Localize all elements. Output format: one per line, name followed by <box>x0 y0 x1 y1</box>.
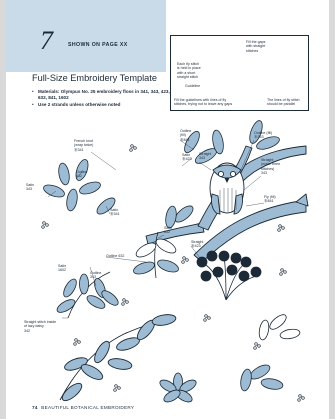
template-title: Full-Size Embroidery Template <box>32 73 157 83</box>
label-outline-fill: Outline (fill) Ⓑ841 <box>180 129 191 142</box>
leaf-sprig-middle <box>132 232 180 278</box>
label-outline-632-lower: Outline 632 <box>106 254 124 258</box>
strands-item: Use 2 strands unless otherwise noted <box>32 102 172 108</box>
pattern-number: 7 <box>40 28 53 54</box>
inset-label-fly-stitch: Each fly stitch is held in place with a … <box>177 62 201 80</box>
book-title: BEAUTIFUL BOTANICAL EMBROIDERY <box>41 405 134 410</box>
label-straight-423: Straight Ⓑ423 <box>191 240 203 249</box>
label-outline-343: Outline 343 <box>90 271 101 280</box>
inset-label-guideline: Guideline <box>185 84 200 88</box>
materials-list: Materials: Olympus No. 25 embroidery flo… <box>32 89 172 110</box>
label-satin-343-left: Satin 343 <box>26 183 34 192</box>
plants-lower-right <box>239 312 300 392</box>
label-straight-stitch-inside: Straight stitch inside of lazy daisy 342 <box>24 320 56 333</box>
page: 7 SHOWN ON PAGE XX Full-Size Embroidery … <box>6 0 329 419</box>
label-outline-632: Outline 632 <box>76 170 87 179</box>
inset-label-fill-guidelines: Fill the guidelines with lines of fly st… <box>174 98 232 107</box>
label-satin-632: Satin 632 <box>164 226 172 235</box>
inset-label-parallel: The lines of fly stitch should be parall… <box>267 98 300 107</box>
materials-item: Materials: Olympus No. 25 embroidery flo… <box>32 89 172 101</box>
leaf-cluster-left <box>42 158 118 217</box>
label-french-knot: French knot (wrap twice) Ⓑ341 <box>74 139 93 152</box>
label-satin-341: Satin Ⓑ341 <box>110 208 120 217</box>
inset-stitch-guide: Each fly stitch is held in place with a … <box>170 35 309 111</box>
stem-lower-left <box>60 313 177 404</box>
owl-figure <box>210 163 244 214</box>
label-straight-make-three: Straight (make three stitches) 343 <box>261 158 280 176</box>
pattern-banner: 7 SHOWN ON PAGE XX <box>6 0 166 72</box>
shown-on-page: SHOWN ON PAGE XX <box>68 42 128 48</box>
flower-bottom <box>158 373 198 404</box>
inset-label-fill-gaps: Fill the gaps with straight stitches <box>246 40 265 53</box>
page-footer: 74 BEAUTIFUL BOTANICAL EMBROIDERY <box>32 405 134 410</box>
label-satin-1602: Satin 1602 <box>58 264 66 273</box>
leaf-sprig-lower-left <box>55 272 120 318</box>
label-straight-343: Straight 343 <box>199 152 211 161</box>
label-satin-423: Satin Ⓑ423 <box>182 153 192 162</box>
page-number: 74 <box>32 405 38 410</box>
label-outline-fill-343: Outline (fill) Ⓑ343 <box>254 131 272 140</box>
label-fly-fill: Fly (fill) Ⓑ841 <box>264 195 276 204</box>
